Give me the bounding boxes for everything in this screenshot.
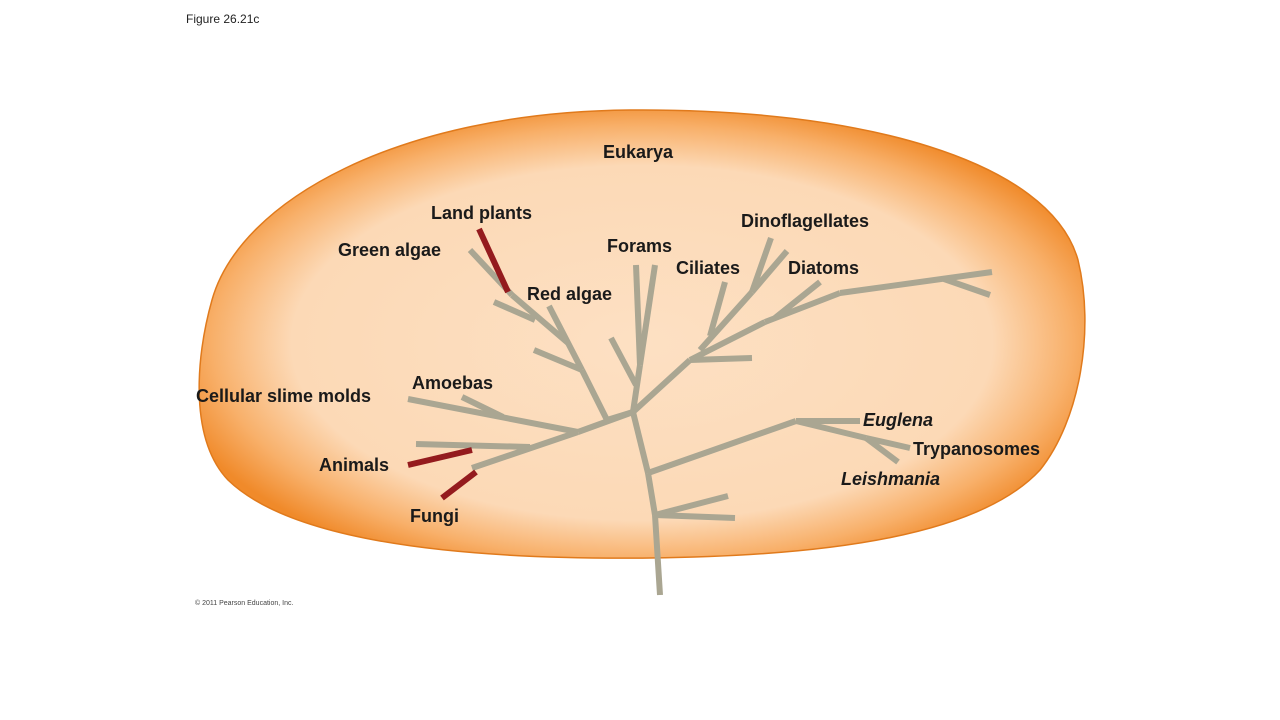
label-animals: Animals — [319, 455, 390, 475]
branch — [749, 237, 774, 293]
branch-forams — [637, 264, 658, 366]
branch-ciliates — [707, 281, 728, 337]
branch — [579, 368, 610, 422]
label-diatoms: Diatoms — [788, 258, 860, 278]
branch-land-plants — [476, 227, 511, 294]
branch-trypanosomes — [865, 435, 911, 451]
branch — [839, 269, 993, 296]
branch — [630, 357, 693, 415]
branch — [510, 292, 570, 346]
branch-leishmania — [864, 435, 900, 465]
branch-animals — [407, 447, 473, 468]
label-cellular-slime-molds: Cellular slime molds — [196, 386, 372, 406]
label-eukarya: Eukarya — [603, 142, 674, 162]
branch — [606, 409, 634, 423]
label-euglena: Euglena — [863, 410, 934, 430]
trunk-branch — [645, 472, 658, 516]
label-dinoflagellates: Dinoflagellates — [741, 211, 870, 231]
label-ciliates: Ciliates — [676, 258, 741, 278]
trunk-branch — [630, 411, 651, 474]
branch-amoebas — [460, 394, 505, 420]
highlighted-branches — [407, 227, 511, 501]
copyright-notice: © 2011 Pearson Education, Inc. — [195, 600, 294, 607]
label-amoebas: Amoebas — [412, 373, 494, 393]
branch — [492, 299, 537, 323]
branch — [647, 418, 797, 476]
branch — [697, 289, 755, 353]
branch — [654, 512, 736, 521]
branch-dinoflagellates — [749, 249, 790, 294]
label-red-algae: Red algae — [527, 284, 613, 304]
label-green-algae: Green algae — [338, 240, 442, 260]
label-leishmania: Leishmania — [841, 469, 941, 489]
label-land-plants: Land plants — [431, 203, 533, 223]
branch-diatoms — [773, 279, 822, 321]
label-forams: Forams — [607, 236, 673, 256]
branch — [415, 441, 531, 450]
branch — [608, 336, 639, 387]
branch-cellular-slime-molds — [407, 396, 579, 435]
branch — [654, 493, 729, 518]
figure-caption: Figure 26.21c — [186, 12, 260, 26]
branch — [689, 355, 753, 363]
trunk-branch — [652, 514, 663, 596]
label-fungi: Fungi — [410, 506, 459, 526]
label-trypanosomes: Trypanosomes — [913, 439, 1041, 459]
tree-branches — [407, 237, 993, 596]
branch — [688, 319, 767, 363]
branch — [532, 347, 584, 373]
branch-fungi — [440, 469, 478, 501]
branch — [471, 429, 579, 471]
branch — [943, 276, 991, 298]
branch — [633, 264, 643, 366]
branch — [630, 364, 643, 413]
branch — [795, 418, 867, 441]
